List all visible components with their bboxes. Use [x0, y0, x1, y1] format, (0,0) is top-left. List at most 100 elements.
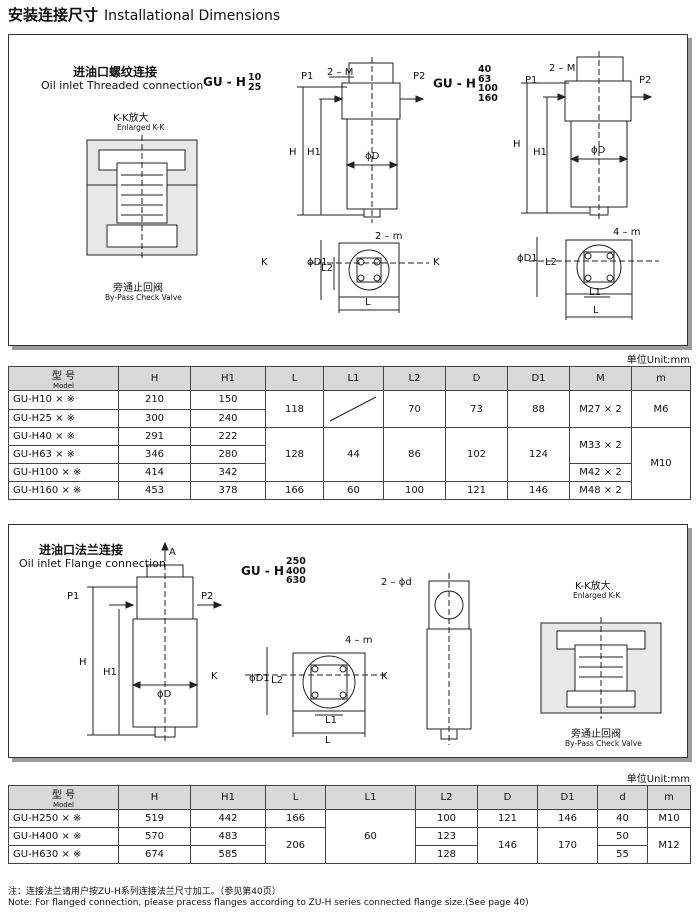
- table2-header-m: m: [647, 785, 691, 810]
- h-label-b: H: [513, 139, 521, 150]
- table2-header-d: D: [477, 785, 538, 810]
- h1-label-a: H1: [307, 147, 321, 158]
- flange-title-en: Oil inlet Flange connection: [19, 557, 166, 570]
- flange-kk-label-en: Enlarged K-K: [573, 591, 621, 600]
- twoM-label-b: 2 – M: [549, 63, 576, 74]
- unit-label-2: 单位Unit:mm: [626, 774, 690, 785]
- table1-header-h1: H1: [190, 366, 266, 391]
- a-label: A: [169, 547, 176, 558]
- table-row: GU-H63 × ※ 346 280: [8, 445, 691, 464]
- table-row: GU-H40 × ※ 291 222 128 44 86 102 124 M33…: [8, 427, 691, 500]
- l-label-f: L: [325, 735, 331, 746]
- h-label-f: H: [79, 657, 87, 668]
- table2-header-l: L: [265, 785, 326, 810]
- k-right-f: K: [381, 671, 388, 682]
- model-a-size-1: 10: [247, 72, 262, 83]
- table1-header-l1: L1: [323, 366, 384, 391]
- table1-header-h: H: [118, 366, 191, 391]
- table1-header-l: L: [265, 366, 324, 391]
- flange-connection-panel: 进油口法兰连接 Oil inlet Flange connection GU -…: [8, 524, 688, 758]
- table2-header-dd: d: [597, 785, 648, 810]
- twoM-label-a: 2 – M: [327, 67, 354, 78]
- h1-label-f: H1: [103, 667, 117, 678]
- d1-label-a: ϕD1: [307, 257, 328, 268]
- threaded-drawing: [86, 51, 659, 320]
- flange-model-size-1: 250: [285, 556, 306, 567]
- table-row: GU-H250 × ※ 519 442 166 60 100 121 146 4…: [8, 809, 691, 864]
- l1-not-applicable: [323, 390, 384, 428]
- table2-header-h1: H1: [190, 785, 266, 810]
- bypass-label-cn: 旁通止回阀: [113, 283, 163, 294]
- l-label-a: L: [365, 297, 371, 308]
- table1-header-m-big: M: [569, 366, 632, 391]
- elevation-b-drawing: [521, 51, 653, 221]
- elevation-a-drawing: [297, 57, 425, 223]
- twom-label-a: 2 – m: [375, 231, 403, 242]
- table1-header-d1: D1: [507, 366, 570, 391]
- p1-label-f: P1: [67, 591, 80, 602]
- d-label-b: ϕD: [591, 145, 606, 156]
- flange-title-cn: 进油口法兰连接: [39, 543, 124, 557]
- flange-side-drawing: [426, 573, 472, 745]
- note-en: Note: For flanged connection, please pra…: [8, 898, 529, 908]
- table1-header-d: D: [445, 366, 508, 391]
- model-b-size-4: 160: [477, 92, 498, 104]
- p1-label-b: P1: [525, 75, 538, 86]
- threaded-title-en: Oil inlet Threaded connection: [41, 79, 204, 92]
- table2-header-l1: L1: [325, 785, 416, 810]
- l2-label-b: L2: [545, 257, 557, 268]
- table-row: GU-H10 × ※ 210 150 118 70 73 88 M27 × 2 …: [8, 390, 691, 428]
- p1-label-a: P1: [301, 71, 314, 82]
- table2-header-d1: D1: [537, 785, 598, 810]
- table1-header-l2: L2: [383, 366, 446, 391]
- model-b-size-3: 100: [477, 83, 498, 94]
- flange-plan-drawing: [245, 647, 389, 737]
- unit-label-1: 单位Unit:mm: [626, 355, 690, 366]
- flange-drawing: [87, 541, 662, 745]
- k-left-f: K: [211, 671, 218, 682]
- model-a-size-2: 25: [247, 81, 262, 93]
- flange-model-size-3: 630: [285, 575, 306, 586]
- table2-header-h: H: [118, 785, 191, 810]
- kk-label-en: Enlarged K-K: [117, 123, 165, 132]
- model-b-size-1: 40: [477, 64, 492, 75]
- table-row: GU-H160 × ※ 453 378 166 60 100 121 146 M…: [8, 481, 691, 500]
- page-title-en: Installational Dimensions: [104, 8, 281, 24]
- l1-label-b: L1: [589, 287, 601, 298]
- fourm-label-f: 4 – m: [345, 635, 373, 646]
- twophi-label-f: 2 – ϕd: [381, 577, 412, 588]
- d-label-a: ϕD: [365, 151, 380, 162]
- l2-label-f: L2: [271, 675, 283, 686]
- plan-a-drawing: [309, 240, 429, 313]
- p2-label-a: P2: [413, 71, 426, 82]
- h-label-a: H: [289, 147, 297, 158]
- flange-kk-label-cn: K-K放大: [575, 581, 611, 592]
- flange-model-size-2: 400: [285, 565, 306, 577]
- h1-label-b: H1: [533, 147, 547, 158]
- k-left-a: K: [261, 257, 268, 268]
- l2-label-a: L2: [321, 263, 333, 274]
- d-label-f: ϕD: [157, 689, 172, 700]
- k-right-a: K: [433, 257, 440, 268]
- d1-label-b: ϕD1: [517, 253, 538, 264]
- threaded-title-cn: 进油口螺纹连接: [73, 65, 158, 79]
- flange-bypass-label-cn: 旁通止回阀: [571, 729, 621, 740]
- flange-elevation-drawing: [87, 541, 223, 743]
- note-cn: 注：连接法兰请用户按ZU-H系列连接法兰尺寸加工。（参见第40页）: [8, 887, 281, 897]
- threaded-connection-panel: 进油口螺纹连接 Oil inlet Threaded connection GU…: [8, 34, 688, 346]
- p2-label-f: P2: [201, 591, 214, 602]
- bypass-label-en: By-Pass Check Valve: [105, 293, 182, 302]
- plan-b-drawing: [529, 237, 659, 320]
- fourm-label-b: 4 – m: [613, 227, 641, 238]
- l-label-b: L: [593, 305, 599, 316]
